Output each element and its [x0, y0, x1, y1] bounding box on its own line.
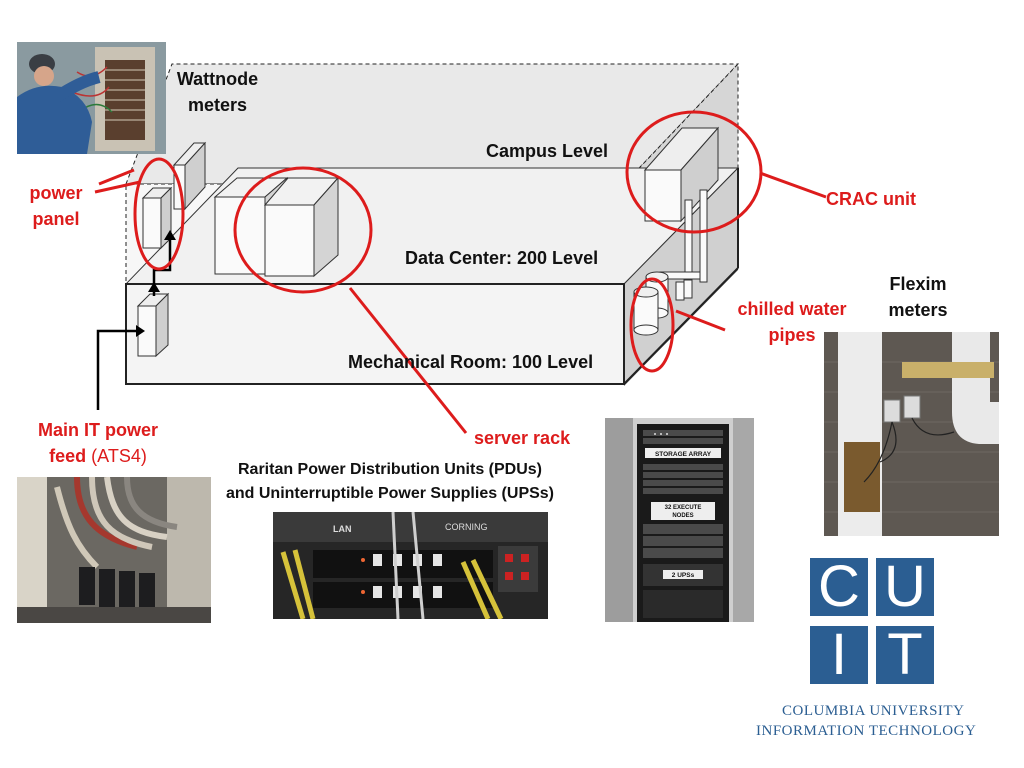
main-it-power-feed-photo [17, 477, 211, 623]
data-center-level-label: Data Center: 200 Level [405, 248, 599, 268]
wattnode-meters-label: Wattnode meters [176, 69, 259, 115]
power-panel-photo [17, 42, 166, 154]
crac-unit-shape [643, 126, 720, 301]
campus-level-label: Campus Level [486, 141, 609, 161]
logo-text-line1: COLUMBIA UNIVERSITY [782, 703, 965, 719]
pdu-caption-line2: and Uninterruptible Power Supplies (UPSs… [225, 485, 555, 502]
logo-letter-c: C [818, 554, 860, 619]
pdu-corning-text: CORNING [445, 522, 488, 532]
logo-tile-t: T [876, 626, 934, 684]
cuit-logo: C U I T [808, 556, 940, 692]
power-panel-label: power panel [29, 183, 83, 229]
logo-letter-u: U [884, 554, 926, 619]
logo-tile-i: I [810, 626, 868, 684]
logo-tile-u: U [876, 558, 934, 616]
flexim-meters-photo [824, 332, 999, 536]
server-rack-shapes [213, 176, 340, 278]
logo-letter-i: I [830, 622, 848, 687]
rack-nodes-text-2: NODES [672, 513, 693, 519]
rack-storage-array-text: STORAGE ARRAY [655, 451, 712, 458]
pdu-caption-line1: Raritan Power Distribution Units (PDUs) [237, 461, 543, 478]
rack-ups-text: 2 UPSs [672, 572, 695, 579]
main-it-power-feed-label: Main IT power feed (ATS4) [22, 417, 174, 469]
chilled-water-tanks [633, 271, 669, 336]
server-rack-photo: STORAGE ARRAY 32 EXECUTE NODES 2 UPSs [605, 418, 754, 622]
logo-text-line2: INFORMATION TECHNOLOGY [756, 723, 977, 739]
rack-nodes-text-1: 32 EXECUTE [665, 505, 702, 511]
server-rack-label: server rack [474, 428, 571, 448]
mechanical-room-level-label: Mechanical Room: 100 Level [348, 352, 594, 372]
logo-tile-c: C [810, 558, 868, 616]
pdu-lan-text: LAN [333, 524, 352, 534]
main-it-power-feed-text: Main IT power feed [37, 420, 158, 466]
logo-letter-t: T [887, 622, 923, 687]
crac-unit-label: CRAC unit [826, 189, 916, 209]
red-callouts [94, 110, 827, 434]
pdu-caption: Raritan Power Distribution Units (PDUs) … [220, 458, 560, 506]
flexim-meters-label: Flexim meters [888, 274, 948, 320]
ats4-text: (ATS4) [91, 446, 147, 466]
chilled-water-pipes-label: chilled water pipes [737, 299, 847, 345]
pdu-photo: LAN CORNING [273, 512, 548, 619]
